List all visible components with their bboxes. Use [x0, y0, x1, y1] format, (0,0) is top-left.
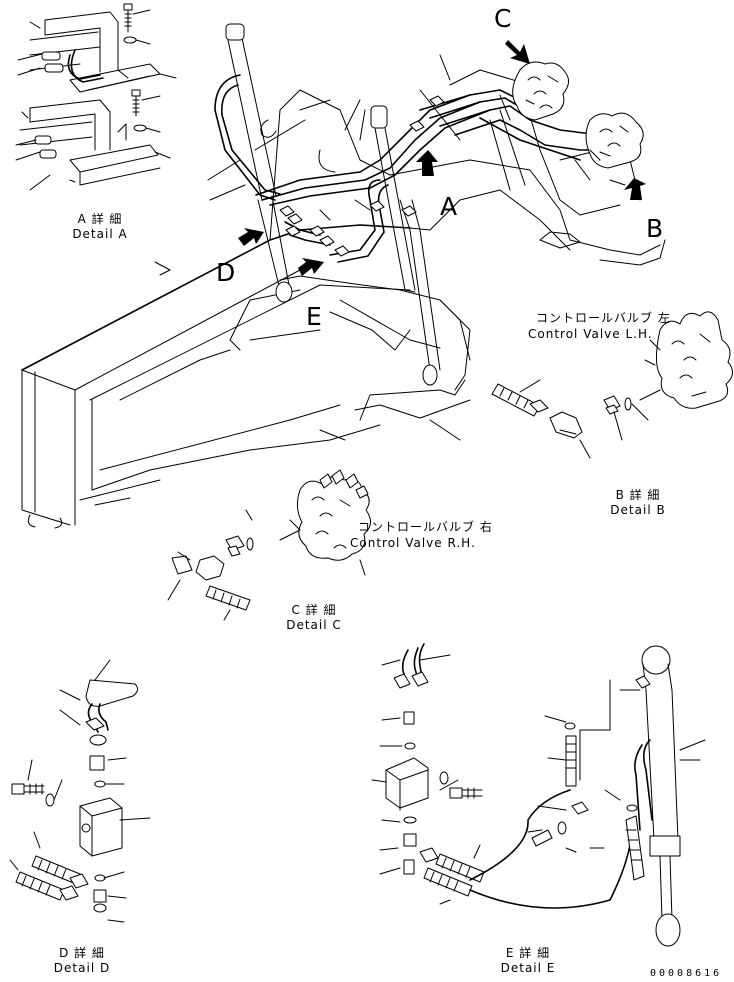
- detail-e-title-jp: E 詳 細: [505, 946, 551, 960]
- control-valve-right-label: コントロールバルブ 右 Control Valve R.H.: [350, 519, 493, 551]
- detail-d-title-en: Detail D: [53, 961, 111, 975]
- view-letter-c: C: [494, 4, 512, 33]
- detail-a-caption: A 詳 細 Detail A: [62, 212, 138, 242]
- arrow-d-icon: [238, 228, 264, 246]
- arrow-a-icon: [416, 150, 438, 176]
- detail-d-caption: D 詳 細 Detail D: [44, 946, 120, 976]
- arrow-c-icon: [505, 40, 530, 64]
- view-letter-b: B: [646, 214, 664, 243]
- direction-arrows: [238, 40, 646, 276]
- detail-c-title-en: Detail C: [286, 618, 342, 632]
- detail-b-caption: B 詳 細 Detail B: [600, 488, 676, 518]
- view-letter-a: A: [440, 192, 458, 221]
- control-valve-right-en: Control Valve R.H.: [350, 536, 476, 550]
- arrow-e-icon: [298, 258, 324, 276]
- detail-d-drawing: [10, 660, 150, 922]
- main-assembly-drawing: [22, 24, 665, 528]
- arrow-b-icon: [624, 178, 646, 200]
- view-letter-e: E: [306, 302, 322, 331]
- control-valve-left-jp: コントロールバルブ 左: [536, 311, 671, 325]
- detail-a-drawing: [16, 4, 176, 190]
- detail-c-title-jp: C 詳 細: [291, 603, 337, 617]
- detail-b-title-jp: B 詳 細: [615, 488, 661, 502]
- detail-b-title-en: Detail B: [610, 503, 666, 517]
- detail-c-drawing: [168, 470, 371, 620]
- detail-e-title-en: Detail E: [500, 961, 556, 975]
- detail-c-caption: C 詳 細 Detail C: [276, 603, 352, 633]
- detail-e-drawing: [372, 644, 705, 946]
- control-valve-left-label: コントロールバルブ 左 Control Valve L.H.: [528, 310, 671, 342]
- control-valve-left-en: Control Valve L.H.: [528, 327, 653, 341]
- drawing-code: 00008616: [650, 968, 723, 979]
- detail-d-title-jp: D 詳 細: [59, 946, 105, 960]
- detail-e-caption: E 詳 細 Detail E: [490, 946, 566, 976]
- detail-b-drawing: [492, 312, 733, 458]
- detail-a-title-en: Detail A: [72, 227, 128, 241]
- detail-a-title-jp: A 詳 細: [77, 212, 123, 226]
- view-letter-d: D: [216, 258, 236, 287]
- control-valve-right-jp: コントロールバルブ 右: [358, 520, 493, 534]
